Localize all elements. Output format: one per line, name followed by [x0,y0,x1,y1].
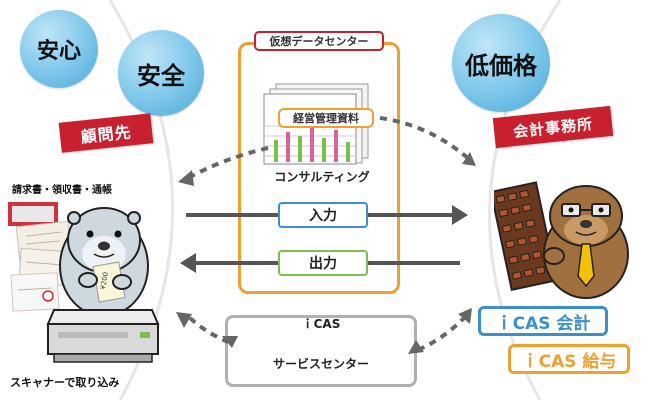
output-arrow [180,253,460,273]
teikakaku-badge: 低価格 [452,14,550,112]
service-center-box [225,315,417,387]
output-label: 出力 [278,250,368,276]
input-arrow [186,205,468,225]
consulting-label: コンサルティング [274,170,370,184]
management-report-label: 経営管理資料 [278,108,374,128]
receipt-text: ¥200 [99,271,110,290]
icas-accounting-label: ｉCAS 会計 [478,306,608,336]
anshin-badge: 安心 [20,10,98,88]
service-center-name: ｉCAS [301,317,341,331]
anzen-badge: 安全 [118,30,204,116]
documents-caption: 請求書・領収書・通帳 [12,185,112,196]
service-center-label: サービスセンター [272,357,369,371]
accountant-otter-illustration [494,181,629,299]
data-center-title: 仮想データセンター [254,31,384,51]
client-otter-illustration: ¥200 [46,207,160,363]
documents-icon [8,202,73,312]
scanner-caption: スキャナーで取り込み [10,376,120,389]
icas-payroll-label: ｉCAS 給与 [508,344,630,374]
input-label: 入力 [278,202,368,228]
